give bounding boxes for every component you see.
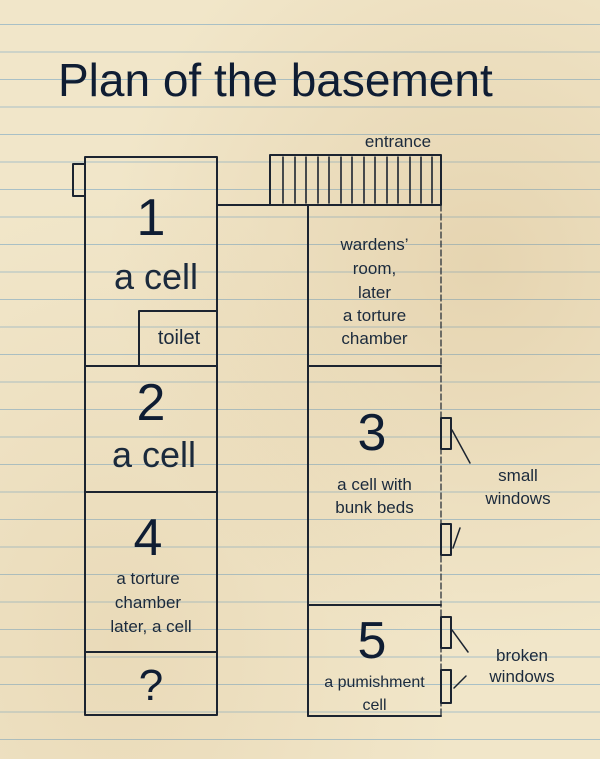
toilet-label: toilet (157, 327, 201, 349)
left-block-outline (84, 156, 218, 716)
cell-3-number: 3 (357, 404, 387, 462)
stair-steps (282, 156, 433, 204)
wardens-room-line-3: later (357, 283, 392, 302)
broken-windows-label-line-2: windows (489, 667, 555, 686)
cell-1-number: 1 (136, 189, 166, 247)
entrance-label: entrance (364, 132, 432, 151)
cell-4-label-line-3: later, a cell (110, 617, 192, 636)
cell-3-label-line-2: bunk beds (335, 498, 414, 517)
cell-3-label-line-1: a cell with (337, 475, 412, 494)
broken-window-bottom (440, 669, 452, 704)
pointer-small-window-bottom (452, 527, 461, 549)
wardens-room-line-2: room, (352, 259, 397, 278)
small-window-bottom (440, 523, 452, 556)
broken-windows-label-line-1: broken (496, 646, 548, 665)
page-title: Plan of the basement (58, 54, 493, 106)
pointer-small-window-top (451, 429, 471, 464)
wardens-room-line-5: chamber (341, 329, 408, 348)
wardens-room-line-1: wardens’ (340, 235, 409, 254)
cell-2-label: a cell (111, 434, 197, 475)
cell-5-label-line-1: a pumishment (324, 674, 425, 691)
toilet-walls (138, 310, 218, 367)
entrance-stairs (269, 154, 442, 206)
small-window-top (440, 417, 452, 450)
pointer-broken-window-bottom (453, 675, 467, 689)
cell-5-label-line-2: cell (362, 697, 387, 714)
cell-4-label-line-1: a torture (116, 569, 180, 588)
broken-window-top (440, 616, 452, 649)
cell-5-number: 5 (357, 612, 387, 670)
cell-1-label: a cell (113, 256, 199, 297)
unknown-room-marker: ? (138, 661, 164, 710)
wardens-room-line-4: a torture (342, 306, 407, 325)
cell-2-number: 2 (136, 374, 166, 432)
cell-4-number: 4 (133, 509, 163, 567)
cell-4-label-line-2: chamber (114, 593, 182, 612)
small-windows-label-line-2: windows (485, 489, 551, 508)
left-door-stub (72, 163, 86, 197)
pointer-broken-window-top (451, 629, 469, 653)
small-windows-label-line-1: small (498, 466, 538, 485)
